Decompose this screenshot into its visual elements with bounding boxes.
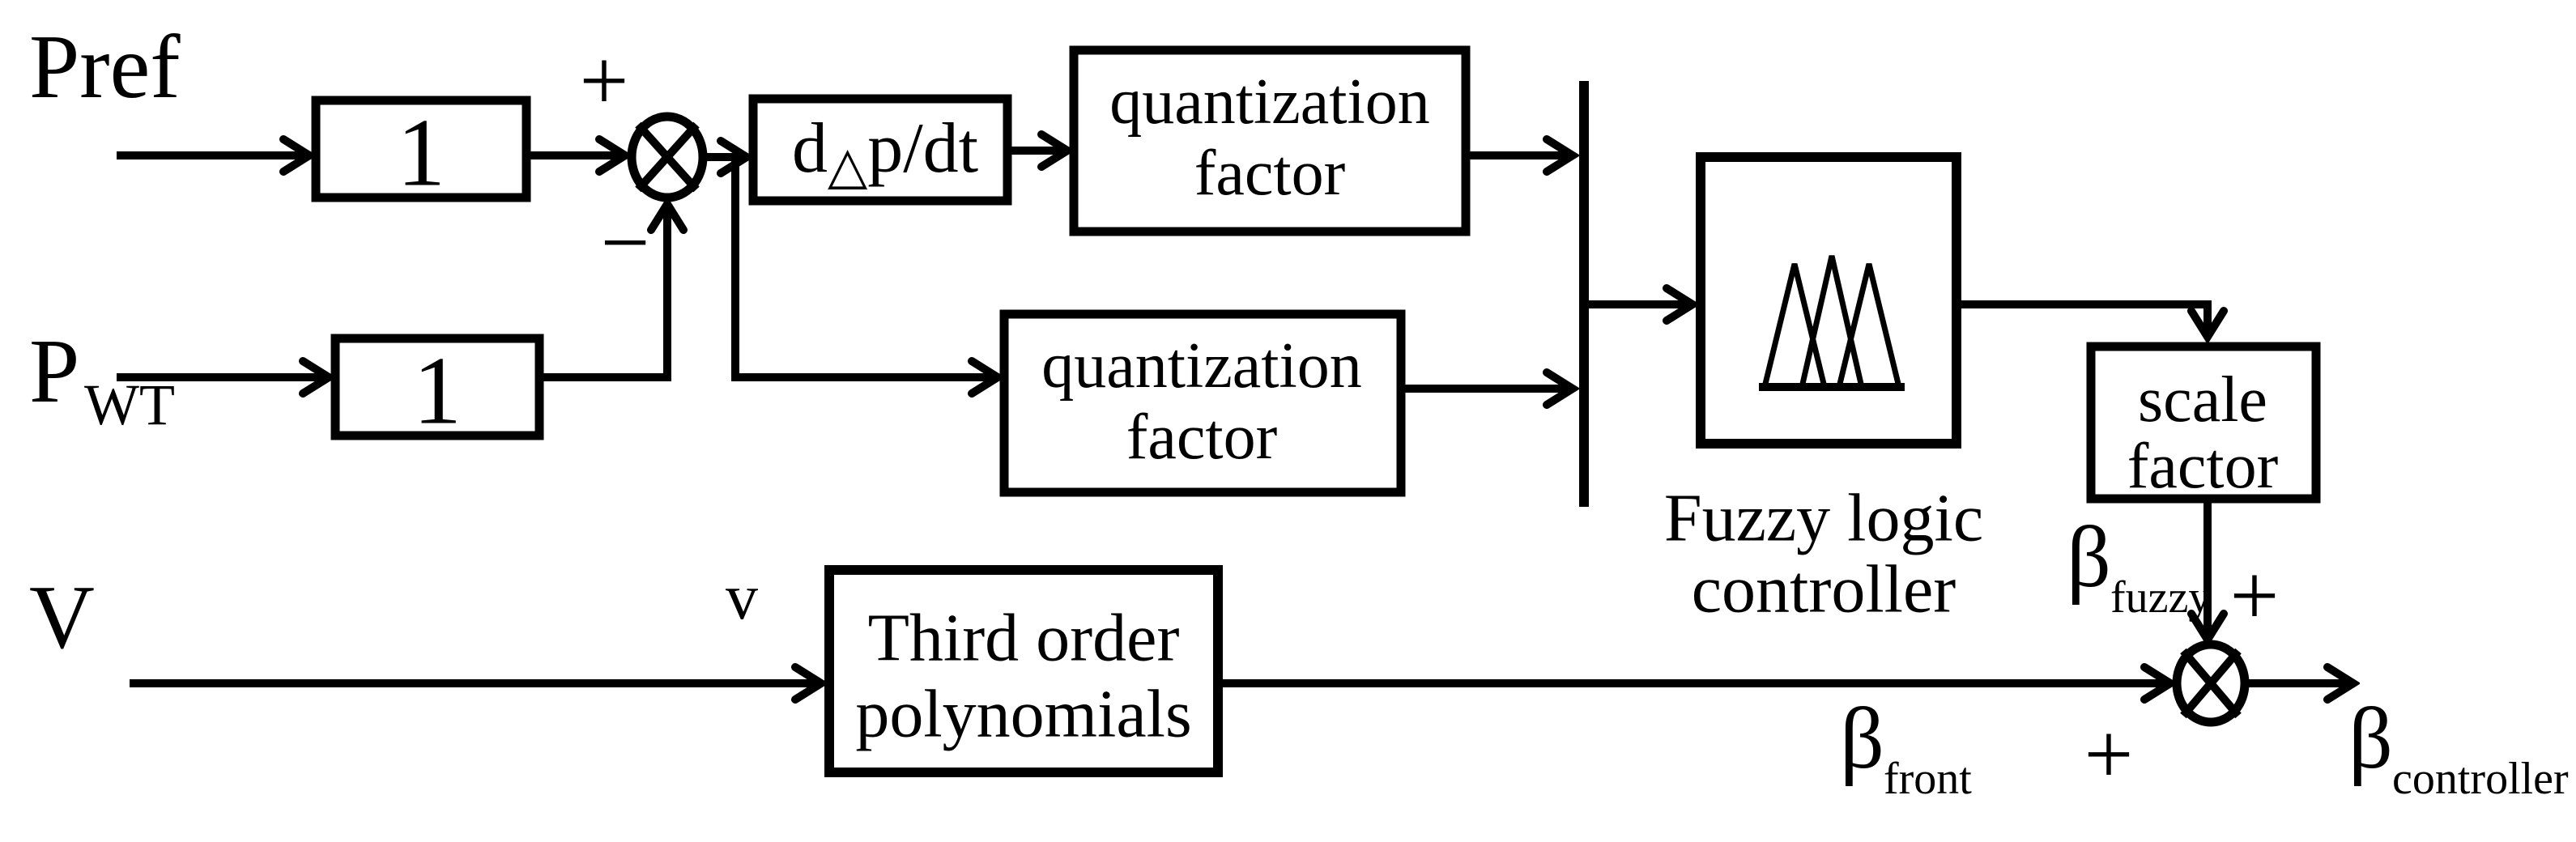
flc-caption-line1: Fuzzy logic [1664,481,1983,556]
gain-top-block [311,96,531,202]
pwt-input-label: P WT [29,321,175,437]
derivative-label-rest: p/dt [867,109,978,188]
sum2-cross-icon [2180,648,2242,719]
gain-bottom-label: 1 [413,337,462,444]
beta-front-base: β [1840,691,1884,787]
wire-branch-to-quant-bottom [731,157,996,377]
poly-label-line2: polynomials [855,677,1191,752]
fuzzy-logic-controller-block [1696,152,1961,449]
pref-input-label: Pref [29,17,181,117]
sum1-plus-sign: + [580,33,629,130]
poly-label-line1: Third order [868,601,1180,676]
quantization-top-label-line1: quantization [1109,66,1429,138]
sum2-plus-left-sign: + [2084,707,2134,803]
beta-controller-output-label: β controller [2348,691,2569,804]
beta-fuzzy-base: β [2067,509,2111,606]
quantization-top-block [1069,45,1471,236]
sum2-plus-top-sign: + [2230,548,2280,644]
beta-fuzzy-label: β fuzzy [2067,509,2211,623]
wind-speed-input-label: V [29,568,95,668]
third-order-polynomials-block [824,565,1223,777]
wind-speed-signal-label: v [726,562,758,633]
quantization-bottom-label-line2: factor [1126,402,1278,473]
derivative-label: d△p/dt [792,109,978,196]
quantization-top-label-line2: factor [1194,138,1346,209]
beta-controller-base: β [2348,691,2393,787]
fuzzy-membership-triangles-icon [1759,255,1905,391]
derivative-block [748,94,1012,206]
beta-controller-subscript: controller [2392,754,2569,804]
quantization-bottom-block [999,309,1406,497]
wire-flc-to-scale [1956,300,2208,335]
pwt-base: P [29,321,79,422]
gain-bottom-block [330,334,544,440]
flc-caption-line2: controller [1692,552,1956,627]
beta-front-subscript: front [1884,754,1972,804]
beta-fuzzy-subscript: fuzzy [2110,572,2211,623]
sum1-circle-icon [627,112,708,202]
summing-junction-2 [2172,640,2250,727]
scale-factor-label-line1: scale [2138,364,2267,436]
derivative-label-d: d [792,109,828,188]
gain-top-label: 1 [397,99,445,206]
sum2-circle-icon [2172,640,2250,727]
delta-triangle-icon: △ [828,136,868,196]
quantization-bottom-label-line1: quantization [1041,330,1361,402]
pwt-subscript: WT [84,372,175,437]
scale-factor-label-line2: factor [2127,431,2279,502]
sum1-cross-icon [635,121,700,193]
summing-junction-1 [627,112,708,202]
membership-triangle-2 [1799,255,1864,385]
wire-gain-bottom-to-sum [539,206,667,381]
scale-factor-block [2086,342,2321,504]
beta-front-label: β front [1840,691,1972,804]
sum1-minus-sign: − [601,195,650,291]
membership-triangle-3 [1837,263,1901,385]
